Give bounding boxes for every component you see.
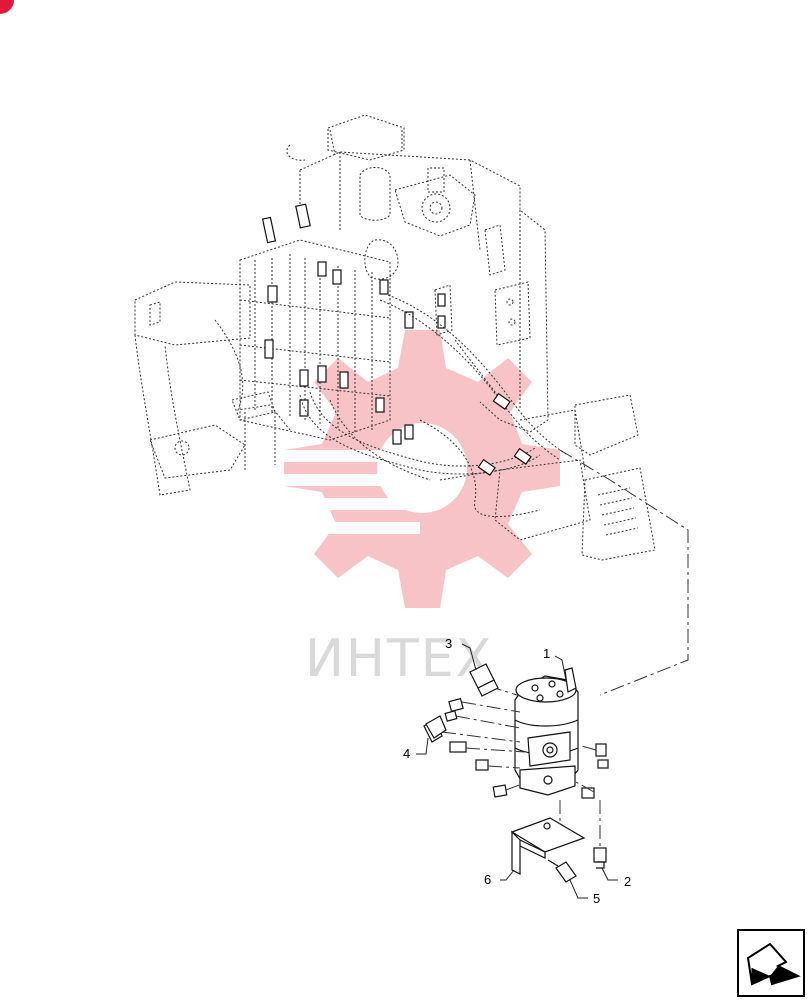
fitting-leaders: [441, 685, 601, 850]
part-6-bracket: [510, 817, 586, 875]
callout-5: 5: [593, 891, 600, 906]
hydraulic-hoses: [299, 294, 567, 518]
callout-3: 3: [445, 636, 452, 651]
part-4-elbow: [425, 715, 447, 739]
machine-frame-phantom: [134, 114, 656, 561]
part-2-bolt: [593, 847, 607, 869]
part-5-bolt: [547, 859, 577, 883]
callout-2: 2: [624, 874, 631, 889]
callout-6: 6: [484, 872, 491, 887]
callout-1: 1: [543, 646, 550, 661]
part-1-rotary-joint: [514, 667, 579, 796]
corner-badge: [0, 0, 14, 14]
watermark-text: ИНТЕХ: [305, 629, 493, 689]
connection-line: [559, 449, 689, 696]
valve-fittings: [261, 203, 446, 445]
callout-leaders: [416, 643, 618, 899]
callout-4: 4: [403, 746, 410, 761]
next-page-arrow-icon[interactable]: [737, 929, 805, 997]
watermark-gear-icon: [250, 330, 560, 608]
